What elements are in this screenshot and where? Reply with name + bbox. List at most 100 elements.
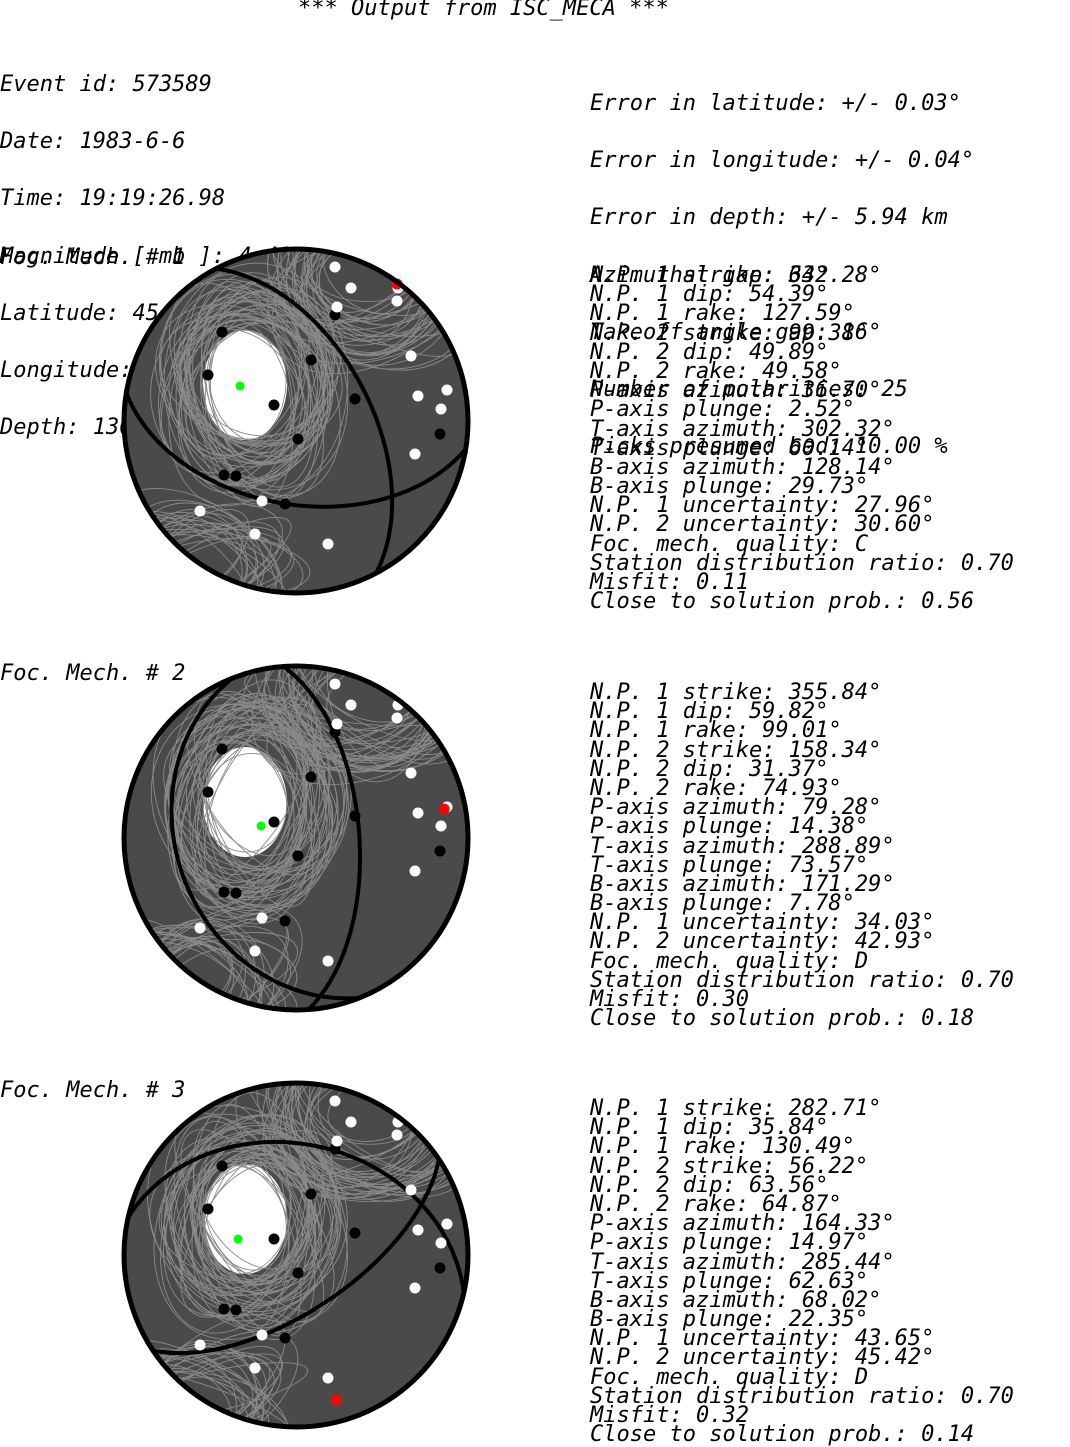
mechanism-3-b-axis-azimuth: B-axis azimuth: 68.02°	[590, 1287, 882, 1313]
uncertainty-line	[268, 1083, 468, 1199]
dilatation-polarity-dot	[194, 1339, 206, 1351]
nodal-plane-1	[126, 1139, 466, 1294]
uncertainty-line	[293, 249, 440, 327]
uncertainty-line	[256, 1083, 468, 1196]
uncertainty-line	[271, 249, 468, 375]
beachball-outline	[121, 1080, 471, 1430]
uncertainty-line	[173, 1157, 313, 1289]
beachball-outline	[121, 246, 471, 596]
dilatation-polarity-dot	[249, 528, 261, 540]
uncertainty-line	[287, 666, 457, 769]
compression-polarity-dot	[268, 399, 280, 411]
dilatation-polarity-dot	[412, 807, 424, 819]
mechanism-1-t-axis-plunge: T-axis plunge: 60.14°	[590, 435, 869, 461]
uncertainty-line	[244, 666, 468, 727]
mechanism-1-b-axis-plunge: B-axis plunge: 29.73°	[590, 474, 869, 500]
mechanism-1-np1-rake: N.P. 1 rake: 127.59°	[590, 301, 855, 327]
event-time: Time: 19:19:26.98	[0, 186, 226, 212]
uncertainty-line	[306, 1083, 433, 1175]
uncertainty-line	[266, 666, 465, 775]
dilatation-polarity-dot	[409, 1282, 421, 1294]
dilatation-polarity-dot	[345, 282, 357, 294]
mechanism-1-np2-uncertainty: N.P. 2 uncertainty: 30.60°	[590, 512, 935, 538]
mechanism-1-np1-dip: N.P. 1 dip: 54.39°	[590, 282, 829, 308]
compression-polarity-dot	[305, 354, 317, 366]
mechanism-2-p-axis-plunge: P-axis plunge: 14.38°	[590, 814, 869, 840]
uncertainty-line	[254, 666, 468, 772]
uncertainty-line	[164, 701, 348, 901]
uncertainty-line	[273, 1083, 468, 1195]
uncertainty-line	[191, 1131, 291, 1319]
dilatation-polarity-dot	[441, 1218, 453, 1230]
compression-polarity-dot	[434, 845, 446, 857]
uncertainty-line	[180, 706, 298, 908]
mechanism-2-np1-strike: N.P. 1 strike: 355.84°	[590, 680, 882, 705]
mechanism-1-b-axis-azimuth: B-axis azimuth: 128.14°	[590, 454, 895, 480]
uncertainty-line	[134, 1345, 282, 1427]
uncertainty-line	[124, 930, 276, 1010]
uncertainty-line	[291, 666, 450, 748]
mechanism-2-mech-quality: Foc. mech. quality: D	[590, 948, 869, 974]
uncertainty-line	[124, 915, 281, 1010]
dilatation-polarity-dot	[345, 1116, 357, 1128]
uncertainty-line	[194, 692, 314, 908]
dilatation-polarity-dot	[405, 767, 417, 779]
dilatation-polarity-dot	[329, 1095, 341, 1107]
dilatation-polarity-dot	[331, 718, 343, 730]
mechanism-1-station-distribution-ratio: Station distribution ratio: 0.70	[590, 550, 1014, 576]
uncertainty-line	[134, 925, 289, 1010]
dilatation-polarity-dot	[435, 403, 447, 415]
compression-polarity-dot	[292, 850, 304, 862]
azimuthal-gap: Azimuthal gap: 64°	[590, 262, 829, 288]
dilatation-polarity-dot	[435, 820, 447, 832]
uncertainty-line	[198, 1147, 316, 1295]
compression-polarity-dot	[216, 1160, 228, 1172]
event-date: Date: 1983-6-6	[0, 129, 186, 155]
uncertainty-line	[322, 249, 419, 315]
mechanism-1-np2-strike: N.P. 2 strike: 99.38°	[590, 320, 869, 346]
mechanism-2-t-axis-azimuth: T-axis azimuth: 288.89°	[590, 833, 895, 859]
mechanism-2-np2-strike: N.P. 2 strike: 158.34°	[590, 737, 882, 763]
mechanism-3-b-axis-plunge: B-axis plunge: 22.35°	[590, 1307, 869, 1333]
mechanism-1-p-axis-plunge: P-axis plunge: 2.52°	[590, 397, 855, 423]
uncertainty-line	[295, 666, 461, 758]
uncertainty-line	[189, 318, 321, 437]
dilatation-polarity-dot	[256, 1329, 268, 1341]
uncertainty-line	[186, 308, 334, 465]
dilatation-polarity-dot	[409, 448, 421, 460]
mechanism-3-station-distribution-ratio: Station distribution ratio: 0.70	[590, 1383, 1014, 1409]
uncertainty-line	[124, 929, 298, 1010]
uncertainty-line	[184, 322, 307, 457]
uncertainty-line	[272, 666, 468, 746]
compression-polarity-dot	[230, 887, 242, 899]
uncertainty-line	[185, 303, 310, 459]
mechanism-1-np1-uncertainty: N.P. 1 uncertainty: 27.96°	[590, 493, 935, 519]
error-longitude: Error in longitude: +/- 0.04°	[590, 148, 975, 174]
dilatation-polarity-dot	[331, 301, 343, 313]
compression-polarity-dot	[216, 326, 228, 338]
mechanism-3-np2-uncertainty: N.P. 2 uncertainty: 45.42°	[590, 1345, 935, 1371]
nodal-plane-1	[215, 266, 395, 575]
uncertainty-line	[193, 703, 322, 900]
dilatation-polarity-dot	[194, 505, 206, 517]
compression-polarity-dot	[218, 469, 230, 481]
dilatation-polarity-dot	[412, 1224, 424, 1236]
uncertainty-line	[124, 924, 263, 1010]
compression-polarity-dot	[218, 886, 230, 898]
mechanism-2-np1-rake: N.P. 1 rake: 99.01°	[590, 718, 842, 744]
compression-polarity-dot	[349, 1227, 361, 1239]
picks-presumed-bad: Picks presumed bad: 10.00 %	[590, 434, 948, 460]
uncertainty-line	[271, 1083, 468, 1177]
mechanism-3-label: Foc. Mech. # 3	[0, 1078, 186, 1103]
uncertainty-line	[169, 1130, 348, 1306]
uncertainty-line	[124, 932, 299, 1010]
dilatation-polarity-dot	[194, 922, 206, 934]
mechanism-1-misfit: Misfit: 0.11	[590, 570, 749, 595]
compression-polarity-dot	[305, 1188, 317, 1200]
uncertainty-line	[192, 281, 295, 507]
mechanism-2-label: Foc. Mech. # 2	[0, 661, 186, 686]
mechanism-1-mech-quality: Foc. mech. quality: C	[590, 531, 869, 557]
uncertainty-line	[176, 699, 319, 912]
uncertainty-line	[235, 1083, 468, 1203]
dilatation-polarity-dot	[391, 295, 403, 307]
